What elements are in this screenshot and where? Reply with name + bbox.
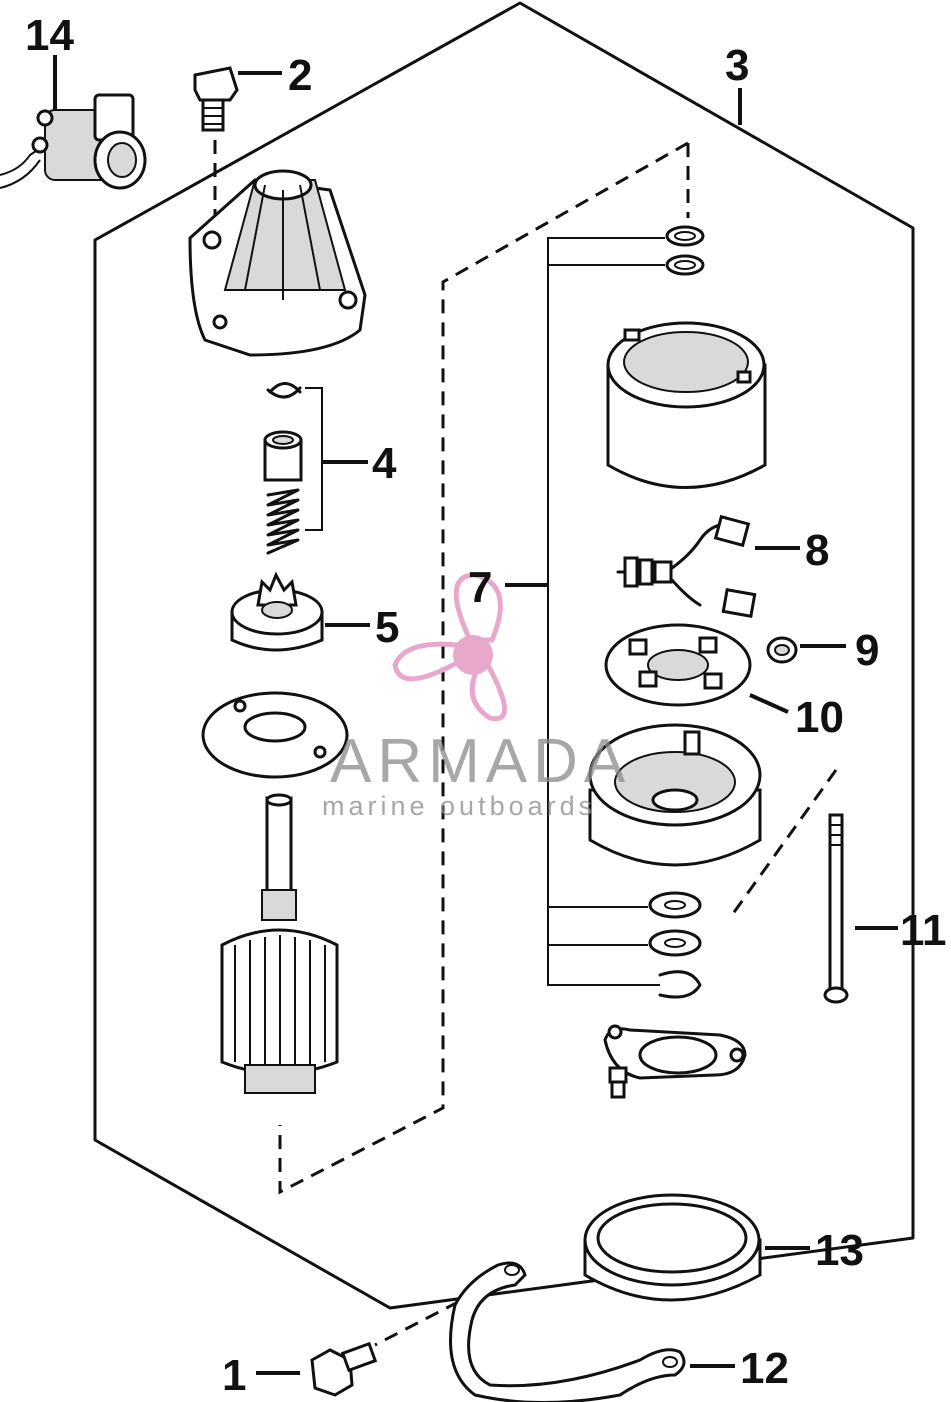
callout-2: 2 [288,51,312,100]
pinion-gear-part [230,571,324,652]
thrust-washers-bottom-part [648,891,702,999]
callout-7: 7 [468,563,492,612]
brush-spring-part [766,636,798,664]
bolt-part [193,66,239,132]
callout-8: 8 [805,526,829,575]
dashed-guide-through-bolt [730,769,838,916]
field-frame-part [606,321,767,489]
drive-end-housing-part [188,169,367,357]
mounting-strap-part [449,1261,686,1402]
commutator-end-frame-part [588,723,762,867]
brush-lead-part [616,514,757,619]
through-bolt-part [823,813,849,1004]
callout-1: 1 [222,1351,246,1400]
armature-part [220,793,339,1094]
mounting-band-part [583,1193,762,1302]
callout-14: 14 [25,11,74,60]
callout-5: 5 [375,603,399,652]
solenoid-part [0,93,147,190]
callout-13: 13 [815,1226,864,1275]
callout-3: 3 [725,41,749,90]
pinion-stop-kit-part [263,382,303,555]
callout-12: 12 [740,1344,789,1393]
assembly-outline [93,1,915,1310]
callout-7-bracket [547,237,665,986]
dashed-subassembly-outline [278,141,689,1195]
callout-10-leader [749,693,789,714]
armada-watermark: ARMADA marine outboards [322,572,631,821]
drive-end-plate-part [201,691,349,779]
end-cover-plate-part [603,1024,747,1099]
watermark-tagline-text: marine outboards [322,791,596,821]
watermark-brand-text: ARMADA [330,727,631,796]
callout-4: 4 [372,439,397,488]
callout-11: 11 [900,906,947,955]
callout-9: 9 [855,626,879,675]
strap-bolt-part [310,1341,378,1397]
brush-holder-plate-part [604,623,752,707]
callout-4-bracket [305,387,323,531]
thrust-washers-top-part [665,225,705,276]
propeller-logo-icon [392,572,507,722]
callout-10: 10 [795,693,844,742]
